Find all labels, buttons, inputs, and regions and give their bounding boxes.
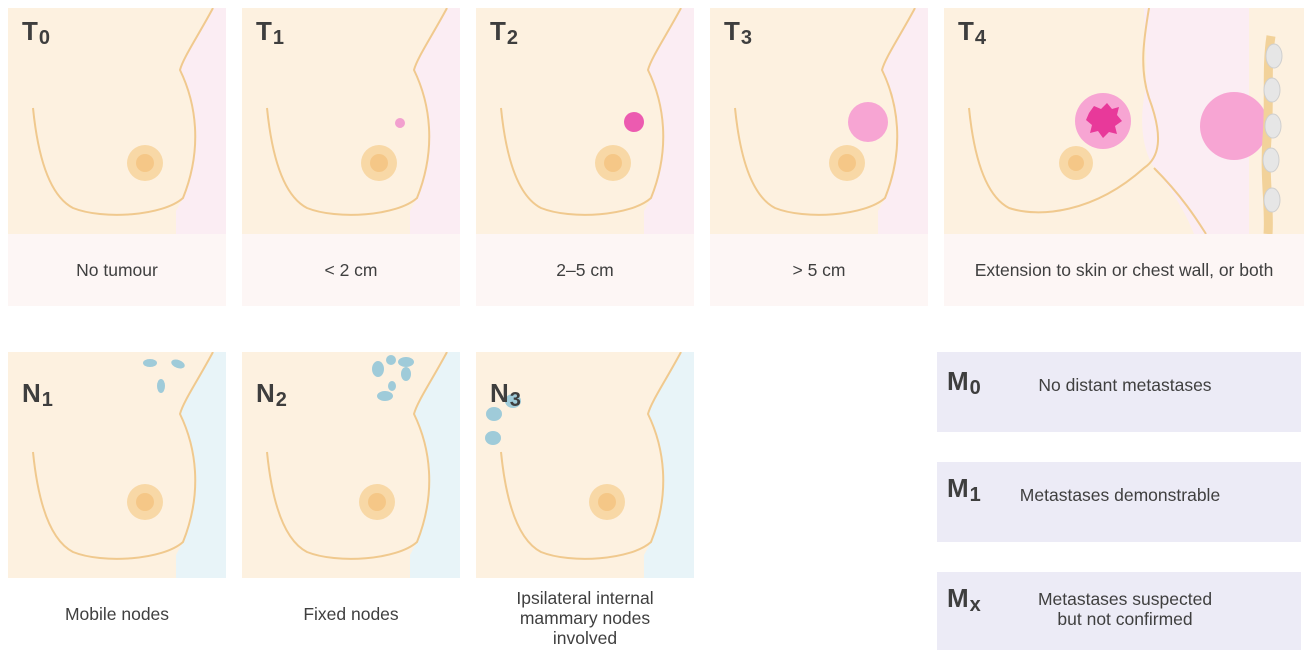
n3-caption: Ipsilateral internal mammary nodes invol… <box>476 588 694 648</box>
m0-label-line: No distant metastases <box>997 375 1253 395</box>
n3-caption-line: involved <box>476 628 694 648</box>
t1-stage-code: T1 <box>256 18 284 48</box>
n1-caption: Mobile nodes <box>8 604 226 624</box>
m1-stage-code: M1 <box>947 475 981 505</box>
m0-label: No distant metastases <box>997 375 1253 395</box>
m0-stage-code: M0 <box>947 368 981 398</box>
mx-label-line: Metastases suspected <box>997 589 1253 609</box>
n2-stage-code: N2 <box>256 380 287 410</box>
n1-panel: N1 Mobile nodes <box>8 352 226 650</box>
n1-lymph-node <box>157 379 165 393</box>
t2-caption: 2–5 cm <box>476 260 694 280</box>
t4-stage-code: T4 <box>958 18 986 48</box>
mx-stage-code: Mx <box>947 585 981 615</box>
m1-label: Metastases demonstrable <box>992 485 1248 505</box>
n2-panel: N2 Fixed nodes <box>242 352 460 650</box>
mx-label: Metastases suspected but not confirmed <box>997 589 1253 629</box>
m1-label-line: Metastases demonstrable <box>992 485 1248 505</box>
t0-caption: No tumour <box>8 260 226 280</box>
t3-panel: T3 > 5 cm <box>710 8 928 306</box>
mx-label-line: but not confirmed <box>997 609 1253 629</box>
t1-panel: T1 < 2 cm <box>242 8 460 306</box>
mx-box: Mx Metastases suspected but not confirme… <box>937 572 1301 650</box>
m0-box: M0 No distant metastases <box>937 352 1301 432</box>
n3-stage-code: N3 <box>490 380 521 410</box>
n1-lymph-node <box>143 359 157 367</box>
n2-caption: Fixed nodes <box>242 604 460 624</box>
t3-caption: > 5 cm <box>710 260 928 280</box>
n3-caption-line: Ipsilateral internal <box>476 588 694 608</box>
n3-lymph-node <box>485 431 501 445</box>
n2-lymph-node <box>401 367 411 381</box>
t1-tumour-dot <box>395 118 405 128</box>
n2-lymph-node <box>377 391 393 401</box>
n2-lymph-node <box>388 381 396 391</box>
t0-stage-code: T0 <box>22 18 50 48</box>
t2-tumour <box>624 112 644 132</box>
m1-box: M1 Metastases demonstrable <box>937 462 1301 542</box>
n1-stage-code: N1 <box>22 380 53 410</box>
t4-panel: T4 Extension to skin or chest wall, or b… <box>944 8 1304 306</box>
t4-tumour-chest <box>1200 92 1268 160</box>
t1-caption: < 2 cm <box>242 260 460 280</box>
t4-caption: Extension to skin or chest wall, or both <box>944 260 1304 280</box>
t2-stage-code: T2 <box>490 18 518 48</box>
n2-lymph-node <box>386 355 396 365</box>
n3-caption-line: mammary nodes <box>476 608 694 628</box>
t3-tumour <box>848 102 888 142</box>
t3-stage-code: T3 <box>724 18 752 48</box>
n2-lymph-node <box>372 361 384 377</box>
n3-panel: N3 Ipsilateral internal mammary nodes in… <box>476 352 694 650</box>
n2-lymph-node <box>398 357 414 367</box>
t2-panel: T2 2–5 cm <box>476 8 694 306</box>
t0-panel: T0 No tumour <box>8 8 226 306</box>
